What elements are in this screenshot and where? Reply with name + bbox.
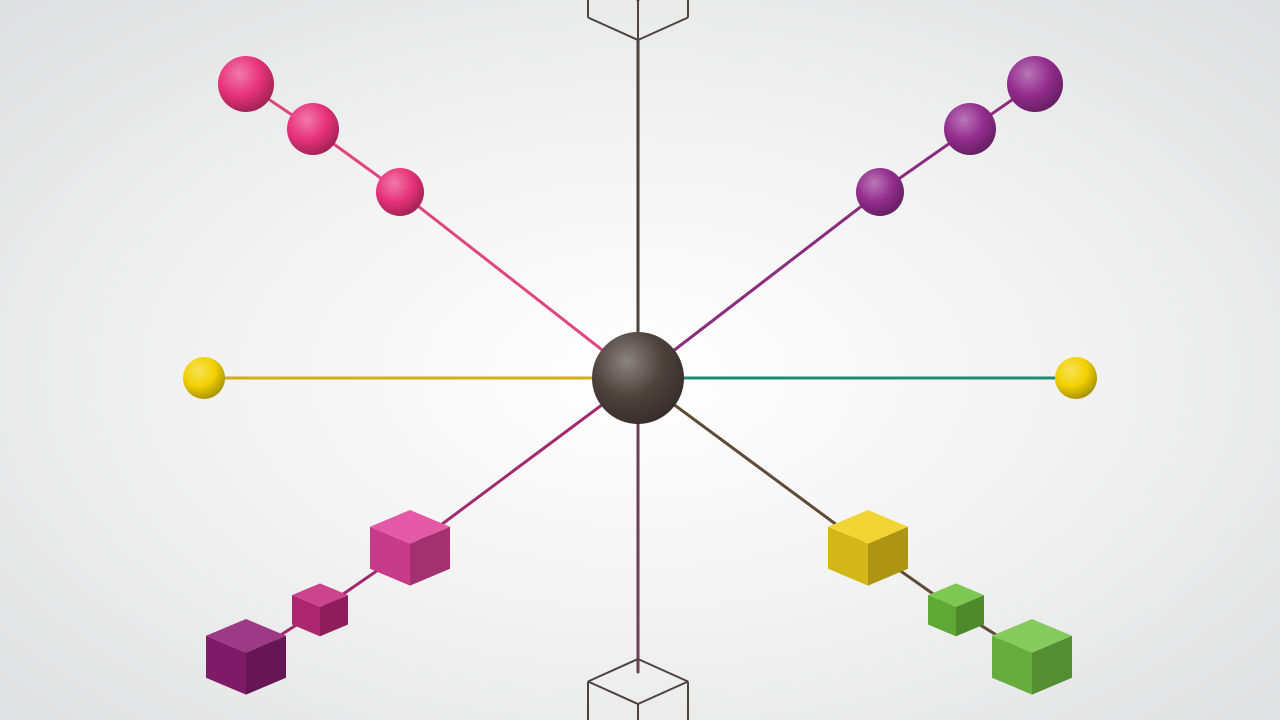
edge-lower-right bbox=[636, 376, 870, 550]
top-wire-cube-1 bbox=[587, 0, 689, 41]
left-sphere-1 bbox=[183, 357, 225, 399]
lower-left-cube-2 bbox=[292, 583, 348, 637]
edge-upper-left bbox=[398, 190, 640, 380]
lower-left-cube-1 bbox=[370, 510, 450, 586]
lower-right-cube-3 bbox=[992, 619, 1072, 695]
lower-right-cube-1 bbox=[828, 510, 908, 586]
lower-left-cube-3 bbox=[206, 619, 286, 695]
upper-left-sphere-3 bbox=[218, 56, 274, 112]
hub-sphere bbox=[592, 332, 684, 424]
edge-lower-left bbox=[408, 376, 640, 550]
upper-right-sphere-2 bbox=[944, 103, 996, 155]
upper-left-sphere-1 bbox=[376, 168, 424, 216]
lower-right-cube-2 bbox=[928, 583, 984, 637]
upper-right-sphere-3 bbox=[1007, 56, 1063, 112]
upper-left-sphere-2 bbox=[287, 103, 339, 155]
nodes bbox=[183, 0, 1097, 720]
bottom-wire-cube-1 bbox=[587, 658, 689, 720]
upper-right-sphere-1 bbox=[856, 168, 904, 216]
right-sphere-1 bbox=[1055, 357, 1097, 399]
edge-upper-right bbox=[636, 190, 882, 380]
